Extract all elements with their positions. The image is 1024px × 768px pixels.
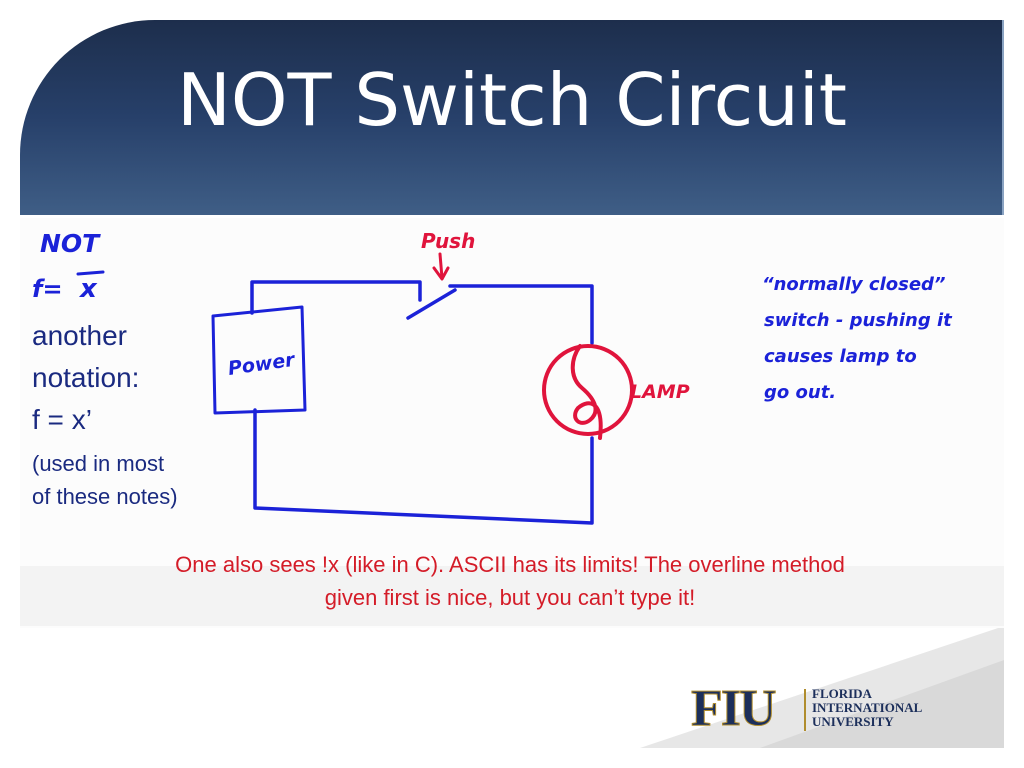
annotation-line-2: switch - pushing it xyxy=(764,310,953,331)
notation-line-2: notation: xyxy=(32,362,140,393)
annotation-line-1: “normally closed” xyxy=(762,274,946,295)
lamp-bulb xyxy=(542,344,634,436)
logo-line-3: UNIVERSITY xyxy=(812,714,894,729)
banner-edge xyxy=(1002,20,1004,215)
slide-title: NOT Switch Circuit xyxy=(176,58,848,142)
fiu-logo: FIU FLORIDA INTERNATIONAL UNIVERSITY xyxy=(691,680,951,737)
fiu-mark: FIU xyxy=(691,680,778,737)
logo-line-2: INTERNATIONAL xyxy=(812,700,923,715)
push-label: Push xyxy=(421,229,475,253)
footer-note-line-1: One also sees !x (like in C). ASCII has … xyxy=(175,552,845,577)
not-heading: NOT xyxy=(40,229,101,258)
top-wire-right xyxy=(448,284,594,345)
notation-line-4: (used in most xyxy=(32,451,165,476)
notation-line-5: of these notes) xyxy=(32,484,178,509)
notation-line-1: another xyxy=(32,320,127,351)
bottom-wire xyxy=(253,408,594,525)
formula-var: x xyxy=(78,274,98,304)
footer-note-line-2: given first is nice, but you can’t type … xyxy=(324,585,696,610)
lamp-filament-icon xyxy=(570,344,603,440)
lamp-label: LAMP xyxy=(630,381,690,403)
annotation-line-4: go out. xyxy=(764,382,836,403)
footer-note: One also sees !x (like in C). ASCII has … xyxy=(30,548,990,614)
title-banner: NOT Switch Circuit xyxy=(20,20,1004,215)
logo-wordmark: FLORIDA INTERNATIONAL UNIVERSITY xyxy=(812,687,922,729)
power-box xyxy=(211,305,307,415)
overline-bar xyxy=(76,270,105,276)
top-wire-left xyxy=(250,280,422,315)
power-label: Power xyxy=(227,349,298,380)
formula-lhs: f= xyxy=(32,275,63,303)
switch-blade xyxy=(406,288,457,320)
annotation-line-3: causes lamp to xyxy=(764,346,917,367)
push-arrow-icon xyxy=(432,252,450,281)
logo-divider xyxy=(804,689,806,731)
logo-line-1: FLORIDA xyxy=(812,686,872,701)
notation-line-3: f = x’ xyxy=(32,404,92,435)
whiteboard-strip xyxy=(20,566,1004,626)
